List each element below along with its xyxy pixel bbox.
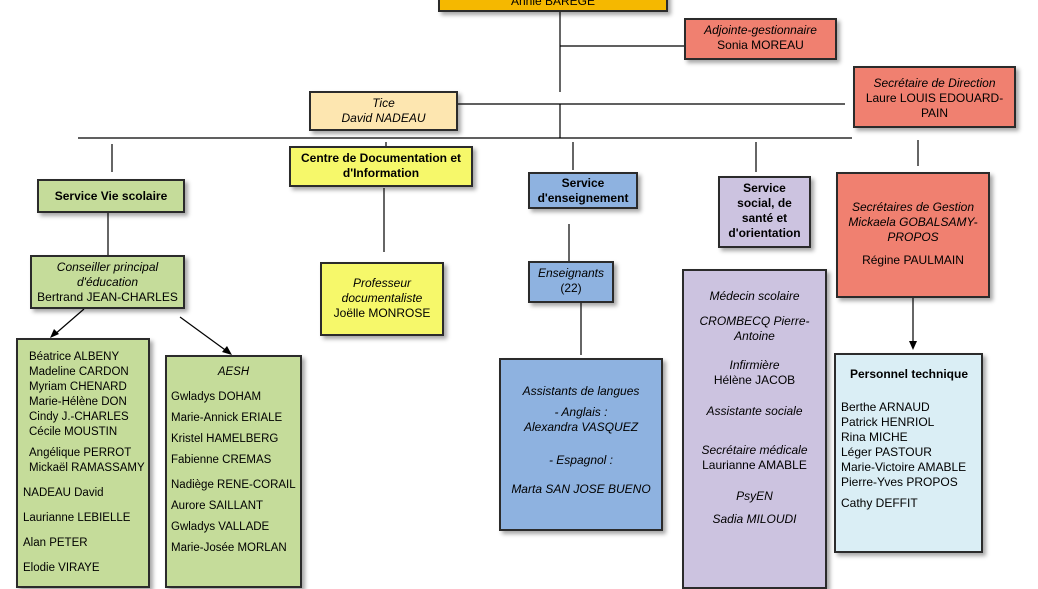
staff-member: Mickaël RAMASSAMY [29,462,145,474]
psyen-role: PsyEN [736,489,773,503]
personnel-technique-title: Personnel technique [849,367,969,381]
secretaires-gestion-role: Secrétaires de Gestion [851,200,975,214]
service-vie-scolaire-box: Service Vie scolaire [37,179,185,213]
cpe-role: Conseiller principal d'éducation [56,260,159,289]
vie-scolaire-staff-box: Béatrice ALBENY Madeline CARDON Myriam C… [16,338,150,588]
aesh-title: AESH [217,366,250,378]
langues-anglais-label: - Anglais : [554,405,608,419]
technique-member: Cathy DEFFIT [841,496,918,510]
secretaire-direction-box: Secrétaire de Direction Laure LOUIS EDOU… [853,66,1016,128]
technique-member: Marie-Victoire AMABLE [841,460,967,474]
technique-member: Patrick HENRIOL [841,415,935,429]
service-enseignement-label: Service d'enseignement [537,176,629,205]
service-social-label: Service social, de santé et d'orientatio… [728,181,801,240]
secretaire-medicale-role: Secrétaire médicale [701,443,808,457]
cpe-name: Bertrand JEAN-CHARLES [37,290,178,304]
staff-member: Laurianne LEBIELLE [23,512,131,524]
staff-member: Madeline CARDON [29,366,129,378]
secretaire-medicale-name: Laurianne AMABLE [702,458,807,472]
infirmiere-role: Infirmière [729,358,780,372]
adjointe-box: Adjointe-gestionnaire Sonia MOREAU [684,18,837,60]
service-vie-scolaire-label: Service Vie scolaire [54,189,168,203]
langues-espagnol-label: - Espagnol : [548,453,614,467]
infirmiere-name: Hélène JACOB [713,373,796,387]
staff-member: Angélique PERROT [29,447,132,459]
technique-member: Berthe ARNAUD [841,400,930,414]
staff-member: Cindy J.-CHARLES [29,411,129,423]
enseignants-count: (22) [560,281,582,295]
langues-espagnol-name: Marta SAN JOSE BUENO [511,482,651,496]
aesh-member: Gwladys VALLADE [171,521,270,533]
staff-member: Béatrice ALBENY [29,351,120,363]
staff-member: Alan PETER [23,537,88,549]
aesh-member: Nadiège RENE-CORAIL [171,479,296,491]
langues-title: Assistants de langues [522,384,640,398]
assistante-sociale-role: Assistante sociale [706,404,803,418]
tice-role: Tice [372,96,395,110]
adjointe-name: Sonia MOREAU [717,38,804,52]
tice-box: Tice David NADEAU [309,91,458,131]
secretaires-gestion-box: Secrétaires de Gestion Mickaela GOBALSAM… [836,172,990,298]
professeur-doc-box: Professeur documentaliste Joëlle MONROSE [320,262,444,336]
technique-member: Pierre-Yves PROPOS [841,475,958,489]
aesh-member: Fabienne CREMAS [171,454,272,466]
secretaire-direction-role: Secrétaire de Direction [873,76,996,90]
professeur-doc-name: Joëlle MONROSE [333,306,431,320]
medecin-name: CROMBECQ Pierre-Antoine [699,314,810,343]
service-social-box: Service social, de santé et d'orientatio… [718,176,811,248]
technique-member: Léger PASTOUR [841,445,932,459]
aesh-member: Gwladys DOHAM [171,391,262,403]
secretaires-gestion-name2: Régine PAULMAIN [862,253,964,267]
cdi-label: Centre de Documentation et d'Information [300,151,462,180]
aesh-member: Marie-Josée MORLAN [171,542,287,554]
staff-member: Marie-Hélène DON [29,396,127,408]
langues-anglais-name: Alexandra VASQUEZ [523,420,639,434]
director-name: Annie BAREGE [510,0,596,8]
staff-member: NADEAU David [23,487,104,499]
cdi-box: Centre de Documentation et d'Information [289,146,473,187]
personnel-technique-box: Personnel technique Berthe ARNAUD Patric… [834,353,983,553]
staff-member: Myriam CHENARD [29,381,127,393]
sante-box: Médecin scolaire CROMBECQ Pierre-Antoine… [682,269,827,589]
enseignants-box: Enseignants (22) [528,261,614,303]
director-box: Annie BAREGE [438,0,668,12]
secretaire-direction-name: Laure LOUIS EDOUARD-PAIN [865,91,1004,120]
professeur-doc-role: Professeur documentaliste [341,276,423,305]
staff-member: Cécile MOUSTIN [29,426,118,438]
enseignants-role: Enseignants [537,266,605,280]
technique-member: Rina MICHE [841,430,908,444]
service-enseignement-box: Service d'enseignement [528,172,638,209]
staff-member: Elodie VIRAYE [23,562,100,574]
langues-box: Assistants de langues - Anglais : Alexan… [499,358,663,531]
tice-name: David NADEAU [341,111,426,125]
aesh-member: Kristel HAMELBERG [171,433,279,445]
aesh-member: Aurore SAILLANT [171,500,264,512]
medecin-role: Médecin scolaire [709,289,800,303]
psyen-name: Sadia MILOUDI [712,512,797,526]
aesh-member: Marie-Annick ERIALE [171,412,283,424]
adjointe-role: Adjointe-gestionnaire [704,23,817,37]
cpe-box: Conseiller principal d'éducation Bertran… [30,255,185,309]
aesh-box: AESH Gwladys DOHAM Marie-Annick ERIALE K… [165,355,302,588]
secretaires-gestion-name1: Mickaela GOBALSAMY-PROPOS [848,215,978,244]
